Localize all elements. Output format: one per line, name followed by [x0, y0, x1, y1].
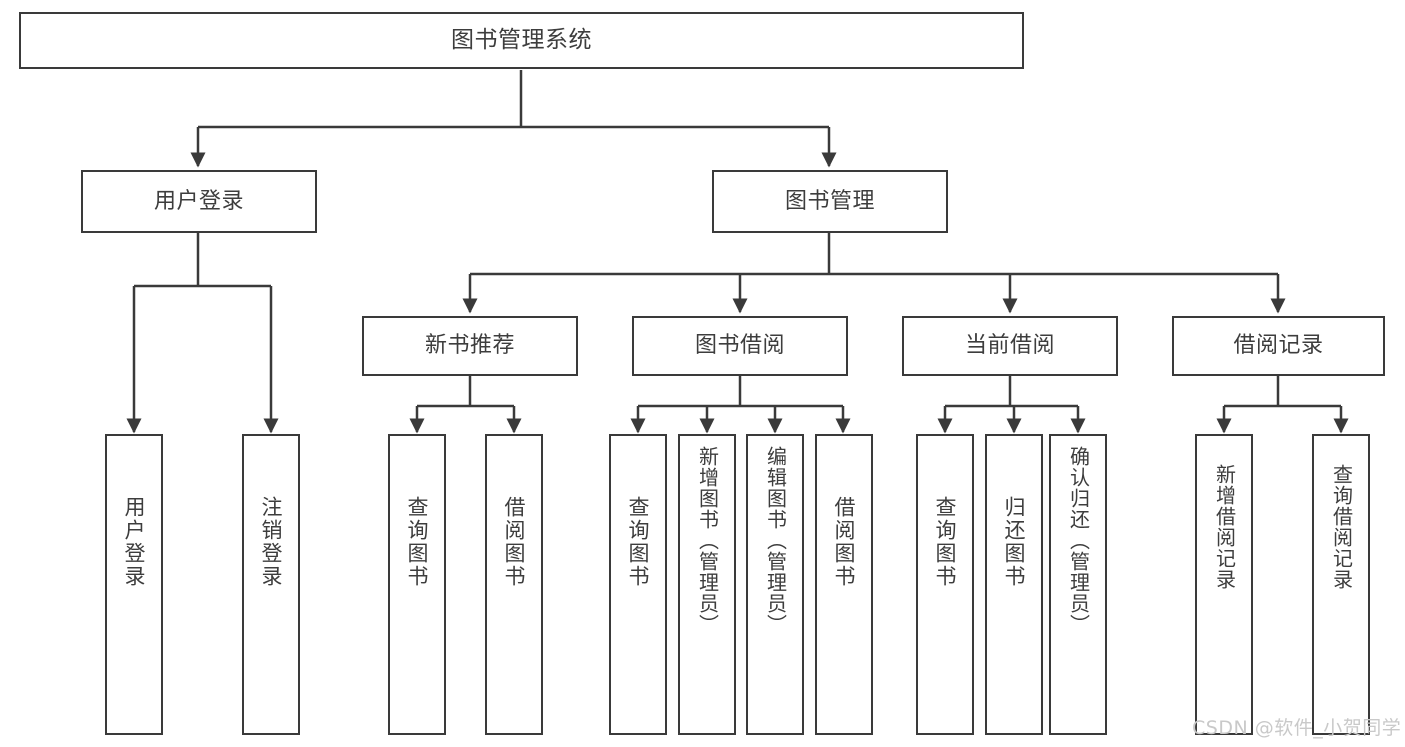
node-label: 图书管理系统 [451, 26, 592, 53]
node-label: 查询图书 [933, 496, 958, 588]
leaf-query-book-new[interactable]: 查询图书 [388, 434, 446, 735]
leaf-add-book-admin[interactable]: 新增图书（管理员） [678, 434, 736, 735]
leaf-edit-book-admin[interactable]: 编辑图书（管理员） [746, 434, 804, 735]
node-label: 当前借阅 [964, 333, 1055, 359]
node-root-system[interactable]: 图书管理系统 [19, 12, 1024, 69]
node-label: 新增借阅记录 [1212, 464, 1237, 590]
node-label: 用户登录 [153, 188, 244, 214]
leaf-borrow-book-new[interactable]: 借阅图书 [485, 434, 543, 735]
csdn-watermark: CSDN @软件_小贺同学 [1192, 717, 1402, 739]
leaf-return-book[interactable]: 归还图书 [985, 434, 1043, 735]
node-label: 用户登录 [122, 496, 147, 588]
node-current-borrow[interactable]: 当前借阅 [902, 316, 1118, 376]
node-label: 注销登录 [259, 496, 284, 588]
leaf-borrow-book[interactable]: 借阅图书 [815, 434, 873, 735]
node-user-login[interactable]: 用户登录 [81, 170, 317, 233]
node-label: 新书推荐 [424, 333, 515, 359]
node-book-management[interactable]: 图书管理 [712, 170, 948, 233]
leaf-user-login[interactable]: 用户登录 [105, 434, 163, 735]
node-label: 查询图书 [405, 496, 430, 588]
node-label: 图书管理 [784, 188, 875, 214]
node-label: 借阅图书 [502, 496, 527, 588]
node-label: 编辑图书（管理员） [763, 446, 788, 635]
node-label: 确认归还（管理员） [1066, 446, 1091, 635]
node-label: 借阅记录 [1233, 333, 1324, 359]
leaf-query-borrow-record[interactable]: 查询借阅记录 [1312, 434, 1370, 735]
leaf-query-book-current[interactable]: 查询图书 [916, 434, 974, 735]
node-label: 图书借阅 [694, 333, 785, 359]
node-label: 查询图书 [626, 496, 651, 588]
node-label: 新增图书（管理员） [695, 446, 720, 635]
leaf-confirm-return-admin[interactable]: 确认归还（管理员） [1049, 434, 1107, 735]
node-label: 借阅图书 [832, 496, 857, 588]
node-label: 归还图书 [1002, 496, 1027, 588]
leaf-add-borrow-record[interactable]: 新增借阅记录 [1195, 434, 1253, 735]
node-borrow-record[interactable]: 借阅记录 [1172, 316, 1385, 376]
node-new-book-recommend[interactable]: 新书推荐 [362, 316, 578, 376]
leaf-query-book-borrow[interactable]: 查询图书 [609, 434, 667, 735]
node-label: 查询借阅记录 [1329, 464, 1354, 590]
node-book-borrow[interactable]: 图书借阅 [632, 316, 848, 376]
leaf-logout[interactable]: 注销登录 [242, 434, 300, 735]
